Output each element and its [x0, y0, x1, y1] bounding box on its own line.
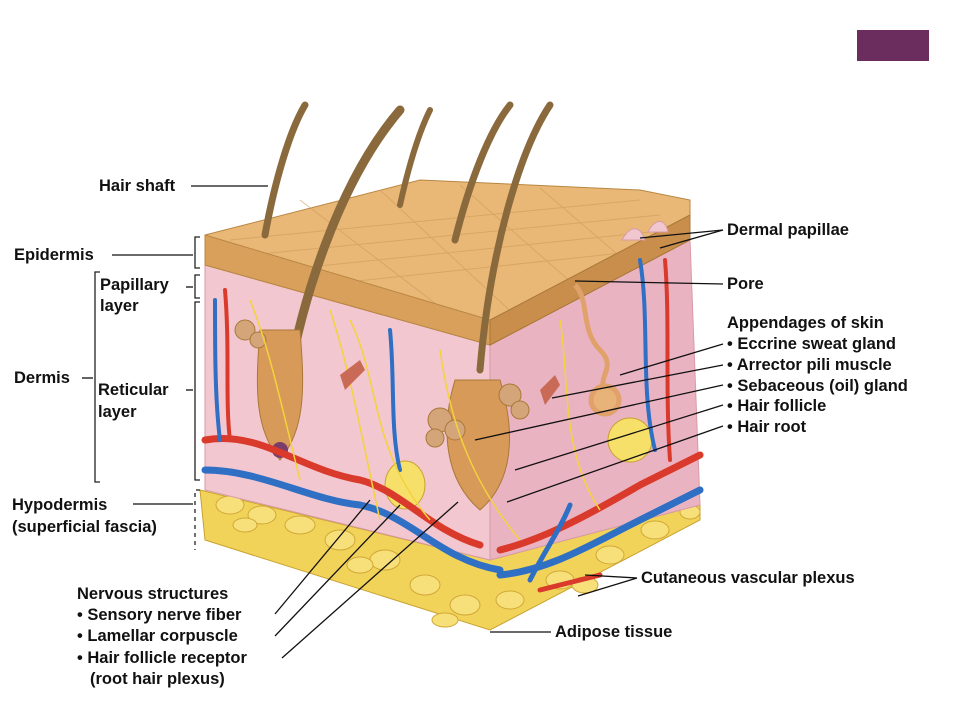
label-papillary-layer: layer [100, 297, 139, 315]
sweat-glands [573, 283, 622, 417]
label-hair-root: • Hair root [727, 418, 807, 436]
label-epidermis: Epidermis [14, 246, 94, 264]
label-hypodermis: Hypodermis [12, 496, 108, 514]
label-hair-follicle-receptor: • Hair follicle receptor [77, 649, 247, 667]
label-reticular: Reticular [98, 381, 169, 399]
label-lamellar-corpuscle: • Lamellar corpuscle [77, 627, 238, 645]
label-pore: Pore [727, 275, 764, 293]
label-dermal-papillae: Dermal papillae [727, 221, 849, 239]
hair-follicles [256, 329, 511, 511]
adipose-tissue-illustration [199, 489, 701, 631]
corner-accent-tab [857, 30, 929, 61]
dermal-papillae-illustration [621, 221, 669, 241]
arrector-pili-muscles [340, 360, 560, 405]
label-sebaceous-gland: • Sebaceous (oil) gland [727, 377, 908, 395]
label-reticular-layer: layer [98, 403, 137, 421]
layer-brackets [94, 236, 200, 550]
label-root-hair-plexus: (root hair plexus) [90, 670, 225, 688]
label-superficial-fascia: (superficial fascia) [12, 518, 157, 536]
label-papillary: Papillary [100, 276, 169, 294]
label-sensory-nerve-fiber: • Sensory nerve fiber [77, 606, 242, 624]
label-hair-shaft: Hair shaft [99, 177, 176, 195]
nerve-fibers [249, 299, 601, 541]
label-vascular-plexus: Cutaneous vascular plexus [641, 569, 855, 587]
sebaceous-glands [234, 319, 530, 448]
label-nervous-structures: Nervous structures [77, 585, 229, 603]
label-arrector-pili: • Arrector pili muscle [727, 356, 892, 374]
leader-lines [82, 185, 724, 659]
label-appendages-title: Appendages of skin [727, 314, 884, 332]
label-hair-follicle: • Hair follicle [727, 397, 827, 415]
label-eccrine-sweat-gland: • Eccrine sweat gland [727, 335, 897, 353]
label-dermis: Dermis [14, 369, 70, 387]
label-adipose-tissue: Adipose tissue [555, 623, 673, 641]
